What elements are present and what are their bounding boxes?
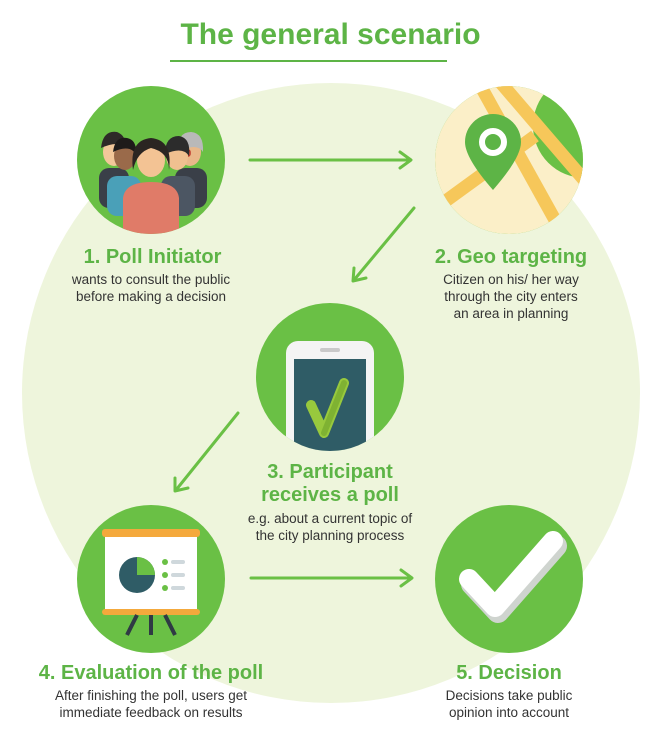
step-3-title: 3. Participant receives a poll bbox=[240, 461, 420, 507]
people-group-icon bbox=[99, 131, 207, 234]
step-5-desc-line: opinion into account bbox=[448, 705, 570, 720]
step-4-circle bbox=[77, 505, 225, 653]
step-1-circle bbox=[77, 86, 225, 234]
checkmark-icon bbox=[459, 531, 567, 623]
step-5-description: Decisions take public opinion into accou… bbox=[424, 687, 594, 721]
step-2-desc-line: through the city enters bbox=[444, 289, 578, 304]
step-3-title-line: 3. Participant bbox=[267, 461, 393, 483]
step-5-desc-line: Decisions take public bbox=[445, 688, 573, 703]
step-4-desc-line: immediate feedback on results bbox=[59, 705, 243, 720]
step-4-desc-line: After finishing the poll, users get bbox=[54, 688, 248, 703]
step-1-desc-line: before making a decision bbox=[75, 289, 227, 304]
step-2-circle bbox=[435, 86, 583, 234]
step-1-desc-line: wants to consult the public bbox=[71, 272, 231, 287]
presentation-chart-icon bbox=[102, 529, 200, 636]
phone-checkmark-icon bbox=[286, 341, 374, 451]
step-5-title: 5. Decision bbox=[456, 662, 562, 684]
step-1-description: wants to consult the public before makin… bbox=[40, 271, 262, 305]
step-1-title: 1. Poll Initiator bbox=[83, 246, 222, 268]
step-4-description: After finishing the poll, users get imme… bbox=[20, 687, 282, 721]
step-5-circle bbox=[435, 505, 583, 653]
step-3-desc-line: e.g. about a current topic of bbox=[247, 511, 413, 526]
page-title: The general scenario bbox=[180, 18, 481, 51]
step-3-description: e.g. about a current topic of the city p… bbox=[220, 510, 440, 544]
step-4-title: 4. Evaluation of the poll bbox=[38, 662, 264, 684]
map-pin-icon bbox=[435, 86, 583, 234]
step-3-title-line: receives a poll bbox=[261, 484, 399, 506]
arrow-1-to-2 bbox=[248, 150, 413, 170]
arrow-4-to-5 bbox=[249, 568, 414, 588]
step-2-desc-line: Citizen on his/ her way bbox=[443, 272, 579, 287]
arrow-2-to-3 bbox=[351, 206, 416, 283]
step-2-title: 2. Geo targeting bbox=[434, 246, 588, 268]
arrow-3-to-4 bbox=[173, 411, 240, 493]
step-2-description: Citizen on his/ her way through the city… bbox=[421, 271, 601, 322]
step-3-circle bbox=[256, 303, 404, 451]
step-3-desc-line: the city planning process bbox=[255, 528, 405, 543]
title-underline bbox=[170, 60, 447, 62]
step-2-desc-line: an area in planning bbox=[453, 306, 569, 321]
